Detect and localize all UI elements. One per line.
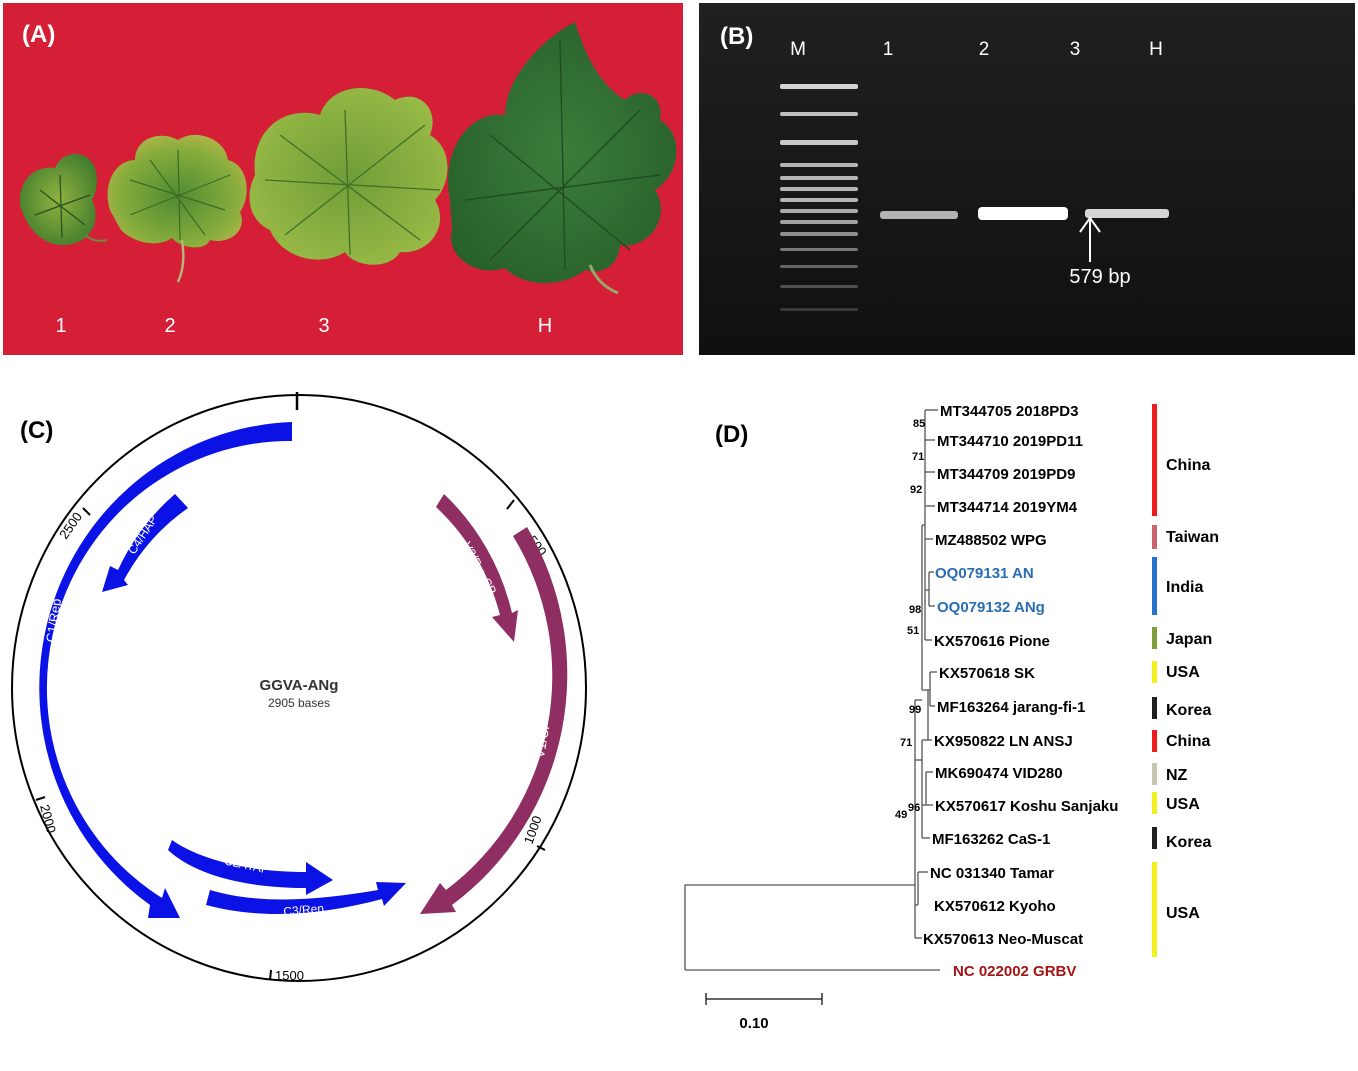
- genome-title: GGVA-ANg: [260, 677, 339, 694]
- lane-label-3: 3: [1070, 39, 1081, 60]
- lane-label-m: M: [790, 39, 806, 60]
- country-label: USA: [1166, 796, 1200, 813]
- bootstrap-value: 96: [908, 802, 920, 814]
- country-bar-usa: [1152, 862, 1157, 957]
- taxon-label: KX570617 Koshu Sanjaku: [935, 798, 1118, 815]
- bootstrap-value: 71: [912, 451, 924, 463]
- gene-label-c1-rep: C1/Rep: [43, 598, 64, 644]
- leaf-label-3: 3: [318, 315, 329, 337]
- gene-arrow-c3-ren: [206, 882, 406, 914]
- leaf-3: [249, 88, 448, 265]
- country-bar-usa: [1152, 792, 1157, 814]
- country-label: China: [1166, 733, 1211, 750]
- taxon-label: MT344705 2018PD3: [940, 403, 1078, 420]
- leaf-h: [448, 22, 677, 295]
- panel-c: (C) 500 1000 1500 2000 2500 C1/Rep C4/HA…: [11, 392, 587, 983]
- country-label: NZ: [1166, 767, 1188, 784]
- band-lane-1: [880, 211, 958, 219]
- panel-a-letter: (A): [22, 21, 55, 48]
- gene-arrow-c2-trap: [168, 840, 333, 895]
- band-size-label: 579 bp: [1069, 266, 1130, 288]
- bootstrap-value: 49: [895, 809, 907, 821]
- bootstrap-value: 85: [913, 418, 925, 430]
- leaf-label-h: H: [538, 315, 552, 337]
- tick-mark-2500: [82, 507, 91, 516]
- country-bar-china: [1152, 404, 1157, 516]
- tick-label-2000: 2000: [37, 803, 59, 835]
- leaf-2: [107, 134, 247, 283]
- tree-branches: [684, 409, 940, 971]
- country-label: Korea: [1166, 702, 1211, 719]
- taxon-label-outgroup: NC 022002 GRBV: [953, 963, 1076, 980]
- taxon-label: MF163262 CaS-1: [932, 831, 1050, 848]
- taxon-label-highlight: OQ079132 ANg: [937, 599, 1045, 616]
- country-bar-korea: [1152, 827, 1157, 849]
- taxon-label: MT344709 2019PD9: [937, 466, 1075, 483]
- taxon-label: MK690474 VID280: [935, 765, 1063, 782]
- band-lane-3: [1085, 209, 1169, 218]
- country-label: USA: [1166, 905, 1200, 922]
- country-bar-india: [1152, 557, 1157, 615]
- tick-mark-2000: [35, 796, 46, 801]
- country-bar-usa: [1152, 661, 1157, 683]
- scale-bar: [705, 993, 823, 1005]
- panel-b-letter: (B): [720, 23, 753, 50]
- bootstrap-value: 51: [907, 625, 919, 637]
- gene-arrow-c1-rep: [39, 422, 292, 918]
- genome-subtitle: 2905 bases: [268, 696, 330, 710]
- taxon-label-highlight: OQ079131 AN: [935, 565, 1034, 582]
- bootstrap-value: 99: [909, 704, 921, 716]
- lane-label-1: 1: [883, 39, 894, 60]
- panel-d-letter: (D): [715, 421, 748, 448]
- country-bar-taiwan: [1152, 525, 1157, 549]
- leaf-label-2: 2: [164, 315, 175, 337]
- country-bar-china: [1152, 730, 1157, 752]
- tick-label-1500: 1500: [275, 968, 304, 983]
- leaf-1: [19, 153, 108, 246]
- bootstrap-value: 92: [910, 484, 922, 496]
- lane-label-h: H: [1149, 39, 1163, 60]
- band-lane-2: [978, 207, 1068, 220]
- panel-d: (D): [684, 403, 1219, 1032]
- taxon-label: MZ488502 WPG: [935, 532, 1047, 549]
- tick-mark-500: [506, 499, 515, 510]
- taxon-label: KX570613 Neo-Muscat: [923, 931, 1083, 948]
- taxon-label: KX950822 LN ANSJ: [934, 733, 1073, 750]
- country-bar-japan: [1152, 627, 1157, 649]
- country-bar-nz: [1152, 763, 1157, 785]
- taxon-label: NC 031340 Tamar: [930, 865, 1054, 882]
- taxon-label: MF163264 jarang-fi-1: [937, 699, 1085, 716]
- bootstrap-value: 71: [900, 737, 912, 749]
- panel-b: (B) M 1 2 3 H: [699, 3, 1355, 355]
- country-label: Korea: [1166, 834, 1211, 851]
- genome-circle: [11, 394, 587, 982]
- country-label: India: [1166, 579, 1203, 596]
- taxon-label: KX570618 SK: [939, 665, 1035, 682]
- taxon-label: MT344714 2019YM4: [937, 499, 1078, 516]
- tick-mark-1000: [536, 845, 546, 851]
- panel-a: (A) 1 2 3 H: [3, 3, 683, 355]
- country-label: Taiwan: [1166, 529, 1219, 546]
- taxon-label: KX570612 Kyoho: [934, 898, 1056, 915]
- leaf-label-1: 1: [55, 315, 66, 337]
- taxon-label: MT344710 2019PD11: [937, 433, 1083, 450]
- taxon-label: KX570616 Pione: [934, 633, 1050, 650]
- gene-label-v1-cp: V1/CP: [532, 719, 553, 759]
- gene-arrow-c4-hap: [102, 494, 188, 592]
- country-label: Japan: [1166, 631, 1212, 648]
- gene-arrow-v2-pre-cp: [436, 494, 518, 642]
- country-label: USA: [1166, 664, 1200, 681]
- scale-bar-label: 0.10: [739, 1015, 768, 1032]
- panel-c-letter: (C): [20, 417, 53, 444]
- bootstrap-value: 98: [909, 604, 921, 616]
- band-arrow: [1079, 216, 1101, 262]
- gene-label-c3-ren: C3/Ren: [283, 901, 325, 918]
- lane-label-2: 2: [979, 39, 990, 60]
- tick-mark-1500: [269, 969, 272, 981]
- country-bar-korea: [1152, 697, 1157, 719]
- tick-label-2500: 2500: [56, 509, 85, 541]
- ladder-bands: [780, 84, 858, 311]
- country-label: China: [1166, 457, 1211, 474]
